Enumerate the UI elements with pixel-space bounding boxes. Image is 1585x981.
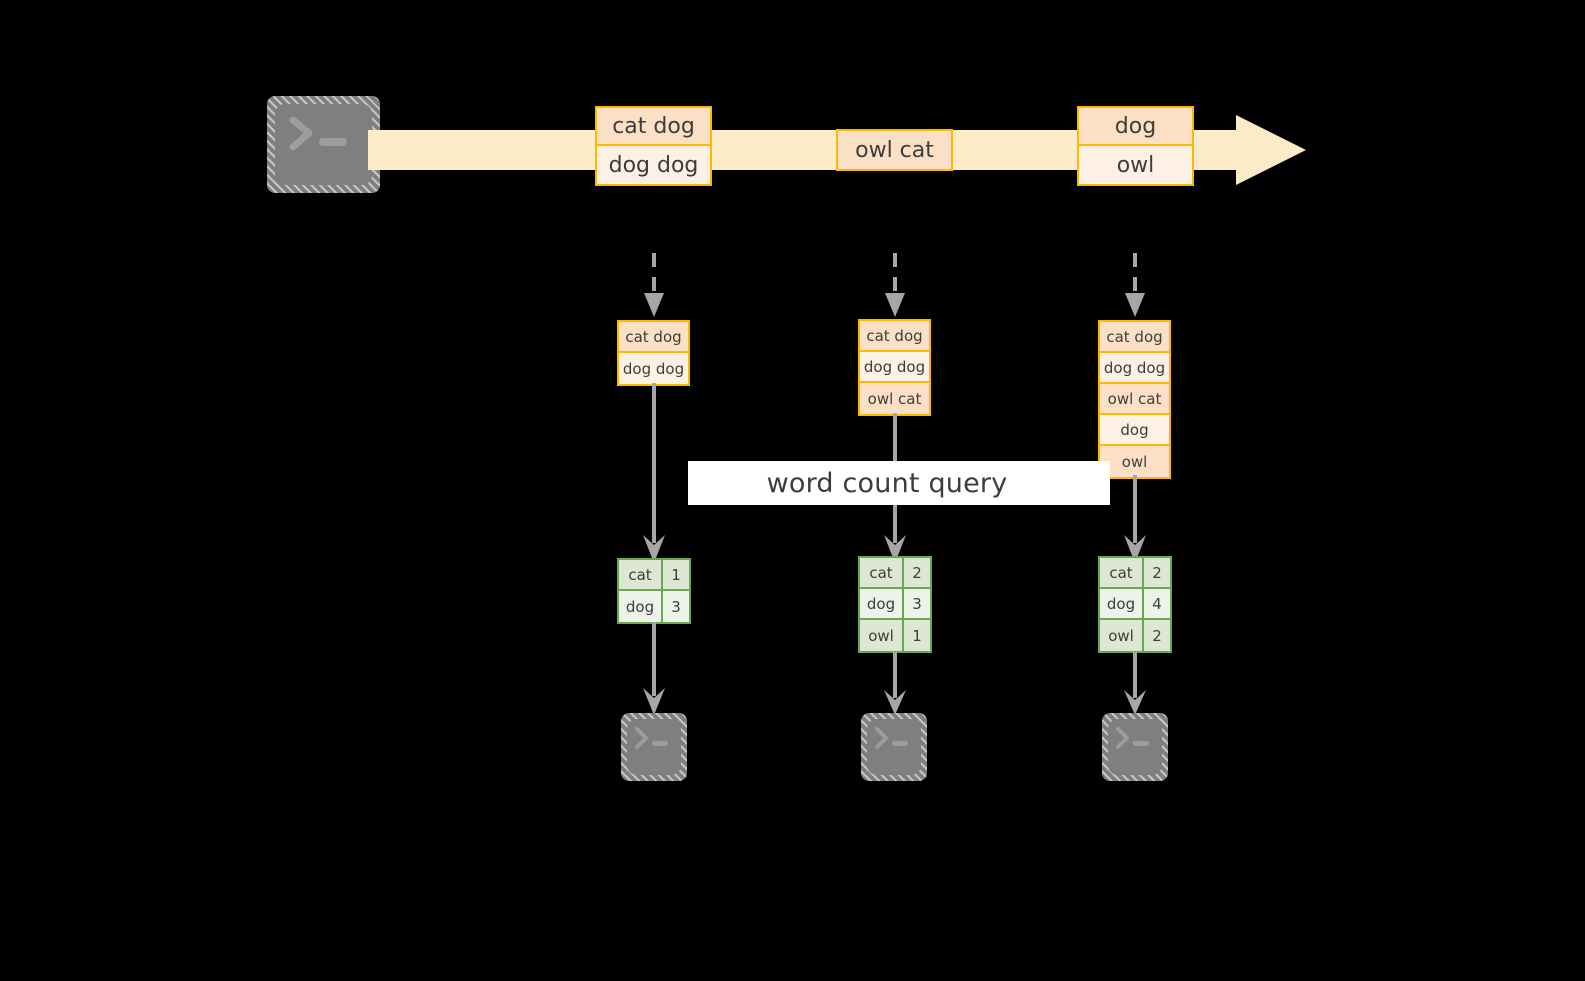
table-row: owl 2 bbox=[1100, 620, 1170, 651]
snapshot-3-records: cat dog dog dog owl cat dog owl bbox=[1098, 320, 1171, 479]
record-line: owl bbox=[1079, 146, 1192, 184]
record-line: owl cat bbox=[860, 383, 929, 414]
result-count: 1 bbox=[663, 560, 689, 589]
table-row: cat 1 bbox=[619, 560, 689, 591]
result-word: cat bbox=[619, 560, 663, 589]
snapshot-1-records: cat dog dog dog bbox=[617, 320, 690, 386]
record-line: dog dog bbox=[619, 353, 688, 384]
record-line: cat dog bbox=[1100, 322, 1169, 353]
result-count: 1 bbox=[904, 620, 930, 651]
snapshot-3-result-table: cat 2 dog 4 owl 2 bbox=[1098, 556, 1172, 653]
record-line: dog dog bbox=[860, 352, 929, 383]
stream-record-1: cat dog dog dog bbox=[595, 106, 712, 186]
snapshot-3-sink-terminal-icon bbox=[1102, 713, 1168, 781]
table-row: cat 2 bbox=[860, 558, 930, 589]
snapshot-1-result-table: cat 1 dog 3 bbox=[617, 558, 691, 624]
record-line: cat dog bbox=[619, 322, 688, 353]
query-arrow-3 bbox=[1122, 475, 1148, 565]
record-line: owl cat bbox=[838, 131, 951, 169]
result-count: 2 bbox=[1144, 620, 1170, 651]
result-word: dog bbox=[1100, 589, 1144, 618]
terminal-body bbox=[275, 104, 372, 185]
sink-arrow-3 bbox=[1122, 652, 1148, 717]
record-line: cat dog bbox=[597, 108, 710, 146]
record-line: cat dog bbox=[860, 321, 929, 352]
terminal-body bbox=[1108, 719, 1162, 775]
record-line: owl cat bbox=[1100, 384, 1169, 415]
result-count: 3 bbox=[663, 591, 689, 622]
query-arrow-1 bbox=[641, 383, 667, 565]
result-word: cat bbox=[860, 558, 904, 587]
record-line: owl bbox=[1100, 446, 1169, 477]
prompt-glyph-icon bbox=[627, 719, 681, 775]
result-word: owl bbox=[1100, 620, 1144, 651]
table-row: dog 4 bbox=[1100, 589, 1170, 620]
source-terminal-icon bbox=[267, 96, 380, 193]
stream-record-2: owl cat bbox=[836, 129, 953, 171]
result-word: dog bbox=[619, 591, 663, 622]
result-count: 2 bbox=[904, 558, 930, 587]
stream-record-3: dog owl bbox=[1077, 106, 1194, 186]
prompt-glyph-icon bbox=[867, 719, 921, 775]
record-line: dog bbox=[1100, 415, 1169, 446]
table-row: owl 1 bbox=[860, 620, 930, 651]
table-row: cat 2 bbox=[1100, 558, 1170, 589]
snapshot-1-sink-terminal-icon bbox=[621, 713, 687, 781]
query-label-band: word count query bbox=[688, 461, 1110, 505]
sink-arrow-2 bbox=[882, 652, 908, 717]
sink-arrow-1 bbox=[641, 622, 667, 717]
result-word: cat bbox=[1100, 558, 1144, 587]
terminal-body bbox=[867, 719, 921, 775]
result-count: 3 bbox=[904, 589, 930, 618]
result-count: 4 bbox=[1144, 589, 1170, 618]
table-row: dog 3 bbox=[619, 591, 689, 622]
snapshot-2-result-table: cat 2 dog 3 owl 1 bbox=[858, 556, 932, 653]
terminal-body bbox=[627, 719, 681, 775]
query-label: word count query bbox=[766, 467, 1008, 499]
table-row: dog 3 bbox=[860, 589, 930, 620]
record-line: dog dog bbox=[1100, 353, 1169, 384]
prompt-glyph-icon bbox=[275, 104, 372, 185]
snapshot-2-records: cat dog dog dog owl cat bbox=[858, 319, 931, 416]
result-count: 2 bbox=[1144, 558, 1170, 587]
dashed-down-arrow-2 bbox=[881, 253, 909, 321]
record-line: dog dog bbox=[597, 146, 710, 184]
result-word: dog bbox=[860, 589, 904, 618]
prompt-glyph-icon bbox=[1108, 719, 1162, 775]
result-word: owl bbox=[860, 620, 904, 651]
snapshot-2-sink-terminal-icon bbox=[861, 713, 927, 781]
dashed-down-arrow-1 bbox=[640, 253, 668, 321]
record-line: dog bbox=[1079, 108, 1192, 146]
dashed-down-arrow-3 bbox=[1121, 253, 1149, 321]
